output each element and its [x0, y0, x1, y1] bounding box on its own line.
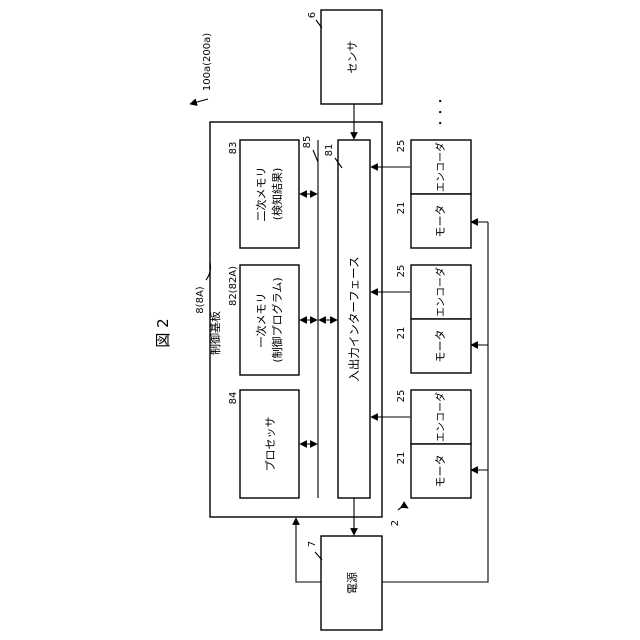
processor-label: プロセッサ	[264, 417, 277, 472]
control-board-label: 制御基板	[208, 311, 222, 355]
motor-ref-3: 21	[396, 452, 407, 465]
system-ref-leader	[190, 99, 208, 104]
io-interface-label: 入出力インターフェース	[347, 256, 361, 381]
power-label: 電源	[345, 572, 359, 594]
primary-memory-label-1: 一次メモリ	[254, 293, 268, 348]
motor-group-ref: 2	[390, 520, 401, 526]
primary-memory-ref: 82(82A)	[228, 266, 239, 306]
io-interface-ref: 81	[324, 144, 335, 157]
secondary-memory-box	[240, 140, 299, 248]
sensor-label: センサ	[346, 41, 359, 74]
motor-label-2: モータ	[434, 330, 447, 363]
motor-group-ref-leader	[398, 507, 408, 510]
motor-label-1: モータ	[434, 205, 447, 238]
primary-memory-box	[240, 265, 299, 375]
processor-ref: 84	[228, 392, 239, 405]
bus-ref: 85	[302, 136, 313, 149]
secondary-memory-label-1: 二次メモリ	[254, 167, 268, 222]
more-units-ellipsis: ・・・	[434, 96, 447, 129]
sensor-ref: 6	[307, 12, 318, 18]
encoder-label-1: エンコーダ	[434, 142, 447, 192]
encoder-ref-1: 25	[396, 140, 407, 153]
secondary-memory-ref: 83	[228, 142, 239, 155]
encoder-label-2: エンコーダ	[434, 267, 447, 317]
system-ref: 100a(200a)	[202, 33, 213, 91]
encoder-ref-2: 25	[396, 265, 407, 278]
encoder-label-3: エンコーダ	[434, 392, 447, 442]
motor-label-3: モータ	[434, 455, 447, 488]
motor-ref-2: 21	[396, 327, 407, 340]
control-board-ref: 8(8A)	[195, 286, 206, 313]
motor-ref-1: 21	[396, 202, 407, 215]
encoder-ref-3: 25	[396, 390, 407, 403]
secondary-memory-label-2: (検知結果)	[270, 168, 284, 221]
power-board-feed	[296, 518, 321, 582]
primary-memory-label-2: (制御プログラム)	[270, 277, 284, 362]
figure-title: 図 2	[154, 318, 172, 347]
power-ref: 7	[307, 541, 318, 547]
